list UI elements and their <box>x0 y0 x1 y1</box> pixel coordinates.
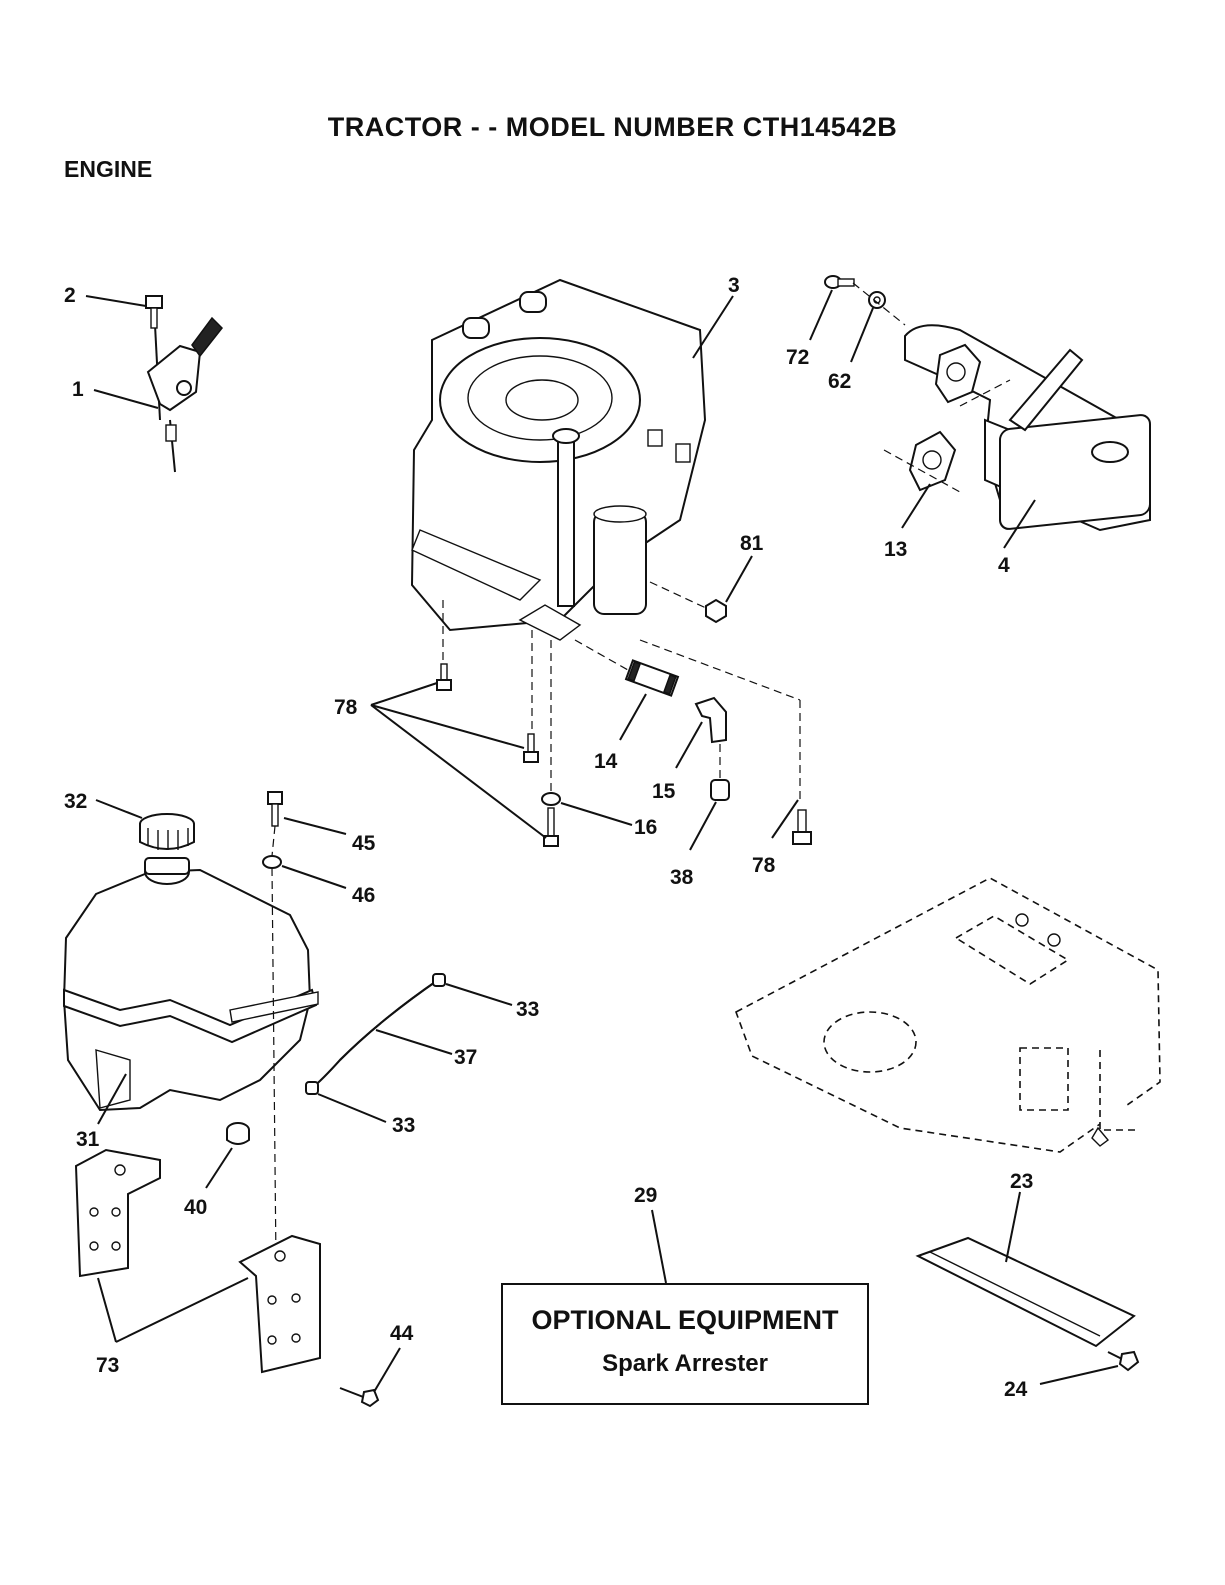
hose-clamp-part <box>306 974 445 1094</box>
drain-cap-part <box>711 780 729 800</box>
leader-16 <box>561 803 632 825</box>
callout-72: 72 <box>786 346 809 369</box>
callout-78-left: 78 <box>334 696 358 719</box>
leader-23 <box>1006 1192 1020 1262</box>
leader-3 <box>693 296 733 358</box>
drain-elbow-part <box>696 698 726 742</box>
leader-2 <box>86 296 146 306</box>
leader-44 <box>374 1348 400 1392</box>
optional-equipment-title: OPTIONAL EQUIPMENT <box>503 1305 867 1336</box>
callout-33-top: 33 <box>516 998 539 1021</box>
callout-32: 32 <box>64 790 87 813</box>
callout-44: 44 <box>390 1322 414 1345</box>
engine-washer-part <box>542 793 560 805</box>
callout-62: 62 <box>828 370 851 393</box>
callout-81: 81 <box>740 532 764 555</box>
callout-46: 46 <box>352 884 375 907</box>
callout-4: 4 <box>998 554 1010 577</box>
leader-37 <box>376 1030 452 1054</box>
callout-38: 38 <box>670 866 694 889</box>
tank-bracket-part <box>76 1150 320 1372</box>
callout-1: 1 <box>72 378 84 401</box>
leader-24 <box>1040 1366 1118 1384</box>
nut-part <box>706 600 726 622</box>
leader-78-left <box>371 683 437 705</box>
leader-1 <box>94 390 158 408</box>
engine-part <box>412 280 705 640</box>
callout-31: 31 <box>76 1128 100 1151</box>
callout-16: 16 <box>634 816 657 839</box>
callout-45: 45 <box>352 832 376 855</box>
callout-33-bottom: 33 <box>392 1114 415 1137</box>
leader-38 <box>690 802 716 850</box>
screw-part <box>340 1388 378 1406</box>
callout-23: 23 <box>1010 1170 1033 1193</box>
bushing-part <box>227 1123 249 1144</box>
leader-13 <box>902 484 930 528</box>
leader-62 <box>851 308 873 362</box>
leader-29 <box>652 1210 666 1283</box>
callout-37: 37 <box>454 1046 477 1069</box>
leader-78-low <box>371 705 546 838</box>
leader-14 <box>620 694 646 740</box>
tank-washer-part <box>263 856 281 868</box>
leader-81 <box>726 556 752 602</box>
leader-46 <box>282 866 346 888</box>
tractor-frame-reference <box>736 878 1160 1152</box>
callout-3: 3 <box>728 274 740 297</box>
callout-29: 29 <box>634 1184 657 1207</box>
callout-24: 24 <box>1004 1378 1028 1401</box>
leader-73-a <box>98 1278 116 1342</box>
callout-40: 40 <box>184 1196 207 1219</box>
fuel-cap-part <box>140 814 194 850</box>
fuel-tank-part <box>64 858 318 1110</box>
callout-73: 73 <box>96 1354 119 1377</box>
tank-bolt-part <box>268 792 282 826</box>
leader-15 <box>676 722 702 768</box>
heat-shield-part <box>918 1238 1134 1346</box>
leader-33-bottom <box>318 1094 386 1122</box>
throttle-control-part <box>146 296 222 472</box>
leader-32 <box>96 800 142 818</box>
callout-78-right: 78 <box>752 854 776 877</box>
optional-equipment-box: OPTIONAL EQUIPMENT Spark Arrester <box>501 1283 869 1405</box>
leader-72 <box>810 290 832 340</box>
leader-45 <box>284 818 346 834</box>
drain-tube-part <box>626 660 678 695</box>
leader-33-top <box>446 984 512 1005</box>
muffler-bolt-part <box>825 276 885 308</box>
leader-73-b <box>116 1278 248 1342</box>
leader-78-mid <box>371 705 524 748</box>
callout-14: 14 <box>594 750 618 773</box>
leader-40 <box>206 1148 232 1188</box>
callout-15: 15 <box>652 780 676 803</box>
callout-13: 13 <box>884 538 907 561</box>
callout-2: 2 <box>64 284 76 307</box>
optional-equipment-item: Spark Arrester <box>503 1350 867 1378</box>
fuel-line-part <box>312 980 438 1088</box>
engine-bolt-part <box>437 664 811 846</box>
